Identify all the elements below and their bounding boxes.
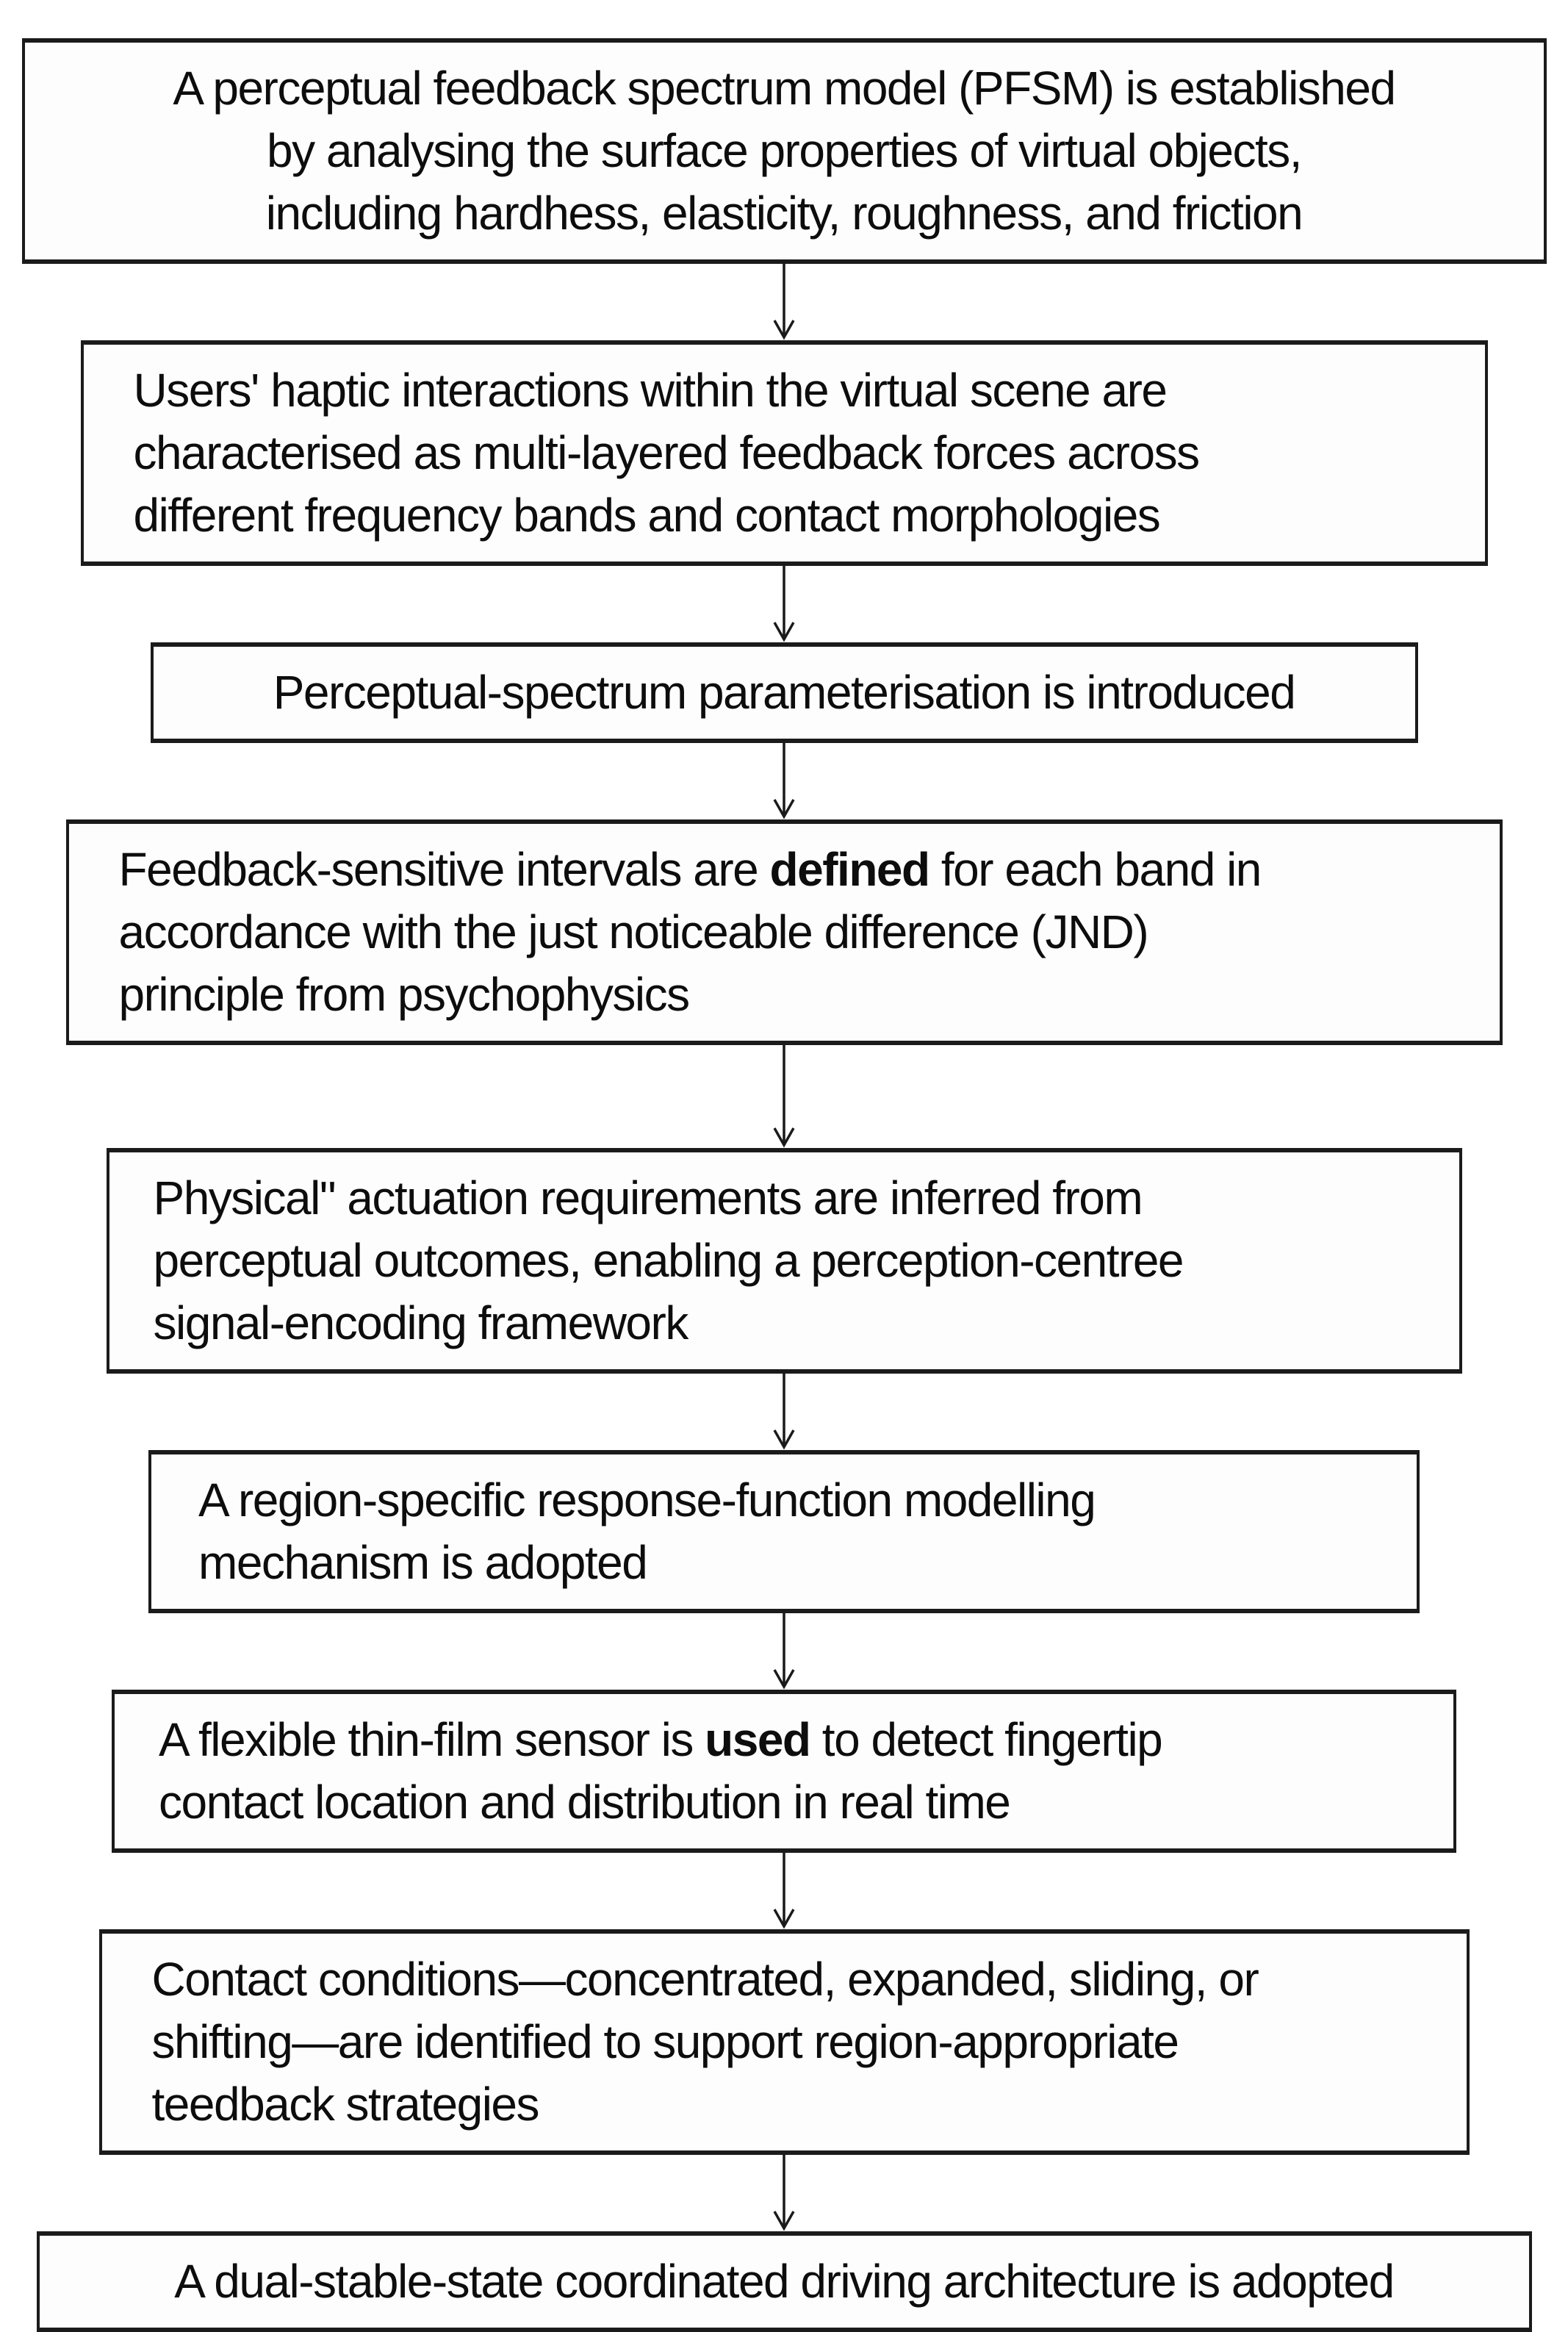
flow-node-8-text: Contact conditions—concentrated, expande…	[151, 1953, 1259, 2131]
arrow-down-icon	[768, 1613, 800, 1690]
flow-node-5-text: Physical" actuation requirements are inf…	[153, 1172, 1184, 1349]
flow-node-8: Contact conditions—concentrated, expande…	[98, 1929, 1470, 2155]
flow-node-2: Users' haptic interactions within the vi…	[80, 340, 1488, 566]
arrow-down-icon	[768, 264, 800, 340]
flow-node-1-text: A perceptual feedback spectrum model (PF…	[173, 62, 1396, 240]
flow-node-5: Physical" actuation requirements are inf…	[106, 1148, 1462, 1374]
flow-node-4-text: Feedback-sensitive intervals are	[118, 843, 770, 896]
arrow-down-icon	[768, 1045, 800, 1148]
flow-node-7-bold-text: used	[705, 1713, 811, 1766]
arrow-down-icon	[768, 1853, 800, 1929]
flow-node-4-text-cont: for each band in accordance with the jus…	[118, 843, 1262, 1021]
flow-node-7-text: A flexible thin-film sensor is	[159, 1713, 705, 1766]
flow-node-9: A dual-stable-state coordinated driving …	[36, 2231, 1532, 2332]
flow-node-7-text-cont: to detect fingertip contact location and…	[159, 1713, 1163, 1829]
flow-node-6-text: A region-specific response-function mode…	[198, 1474, 1096, 1589]
arrow-down-icon	[768, 2155, 800, 2231]
arrow-down-icon	[768, 1374, 800, 1450]
flow-node-4-bold-text: defined	[769, 843, 931, 896]
flow-node-6: A region-specific response-function mode…	[148, 1450, 1420, 1613]
arrow-down-icon	[768, 566, 800, 642]
flow-node-7: A flexible thin-film sensor is used to d…	[112, 1690, 1456, 1853]
flow-node-3: Perceptual-spectrum parameterisation is …	[150, 642, 1418, 743]
flow-node-4: Feedback-sensitive intervals are defined…	[65, 819, 1503, 1045]
arrow-down-icon	[768, 743, 800, 819]
flow-node-2-text: Users' haptic interactions within the vi…	[133, 364, 1201, 542]
flow-node-9-text: A dual-stable-state coordinated driving …	[174, 2255, 1395, 2308]
flow-node-1: A perceptual feedback spectrum model (PF…	[21, 38, 1547, 264]
flow-node-3-text: Perceptual-spectrum parameterisation is …	[273, 666, 1296, 719]
